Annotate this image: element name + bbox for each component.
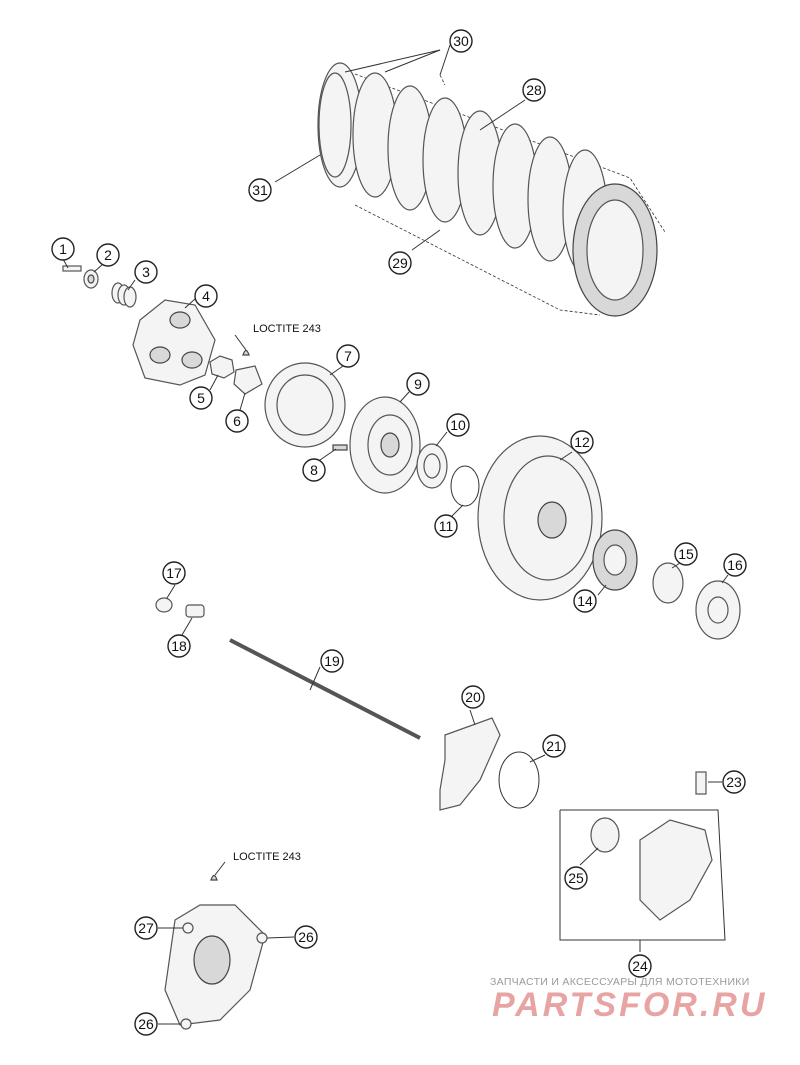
svg-text:30: 30 (453, 33, 469, 49)
svg-text:14: 14 (577, 593, 593, 609)
push-rod-19 (229, 638, 421, 740)
svg-text:20: 20 (465, 689, 481, 705)
o-ring-21 (498, 751, 540, 809)
piston-25 (590, 817, 620, 853)
pressure-cap-4 (132, 299, 216, 386)
svg-text:7: 7 (344, 348, 352, 364)
svg-text:4: 4 (202, 288, 210, 304)
callout-1: 1 (51, 237, 75, 261)
svg-text:26: 26 (138, 1016, 154, 1032)
needle-bearing-15 (652, 562, 684, 604)
seal-ring-17 (155, 597, 173, 613)
clutch-basket-12 (477, 435, 603, 601)
callout-26-right: 26 (294, 925, 318, 949)
callout-9: 9 (406, 372, 430, 396)
svg-text:17: 17 (166, 565, 182, 581)
svg-text:15: 15 (678, 546, 694, 562)
svg-text:3: 3 (142, 264, 150, 280)
callout-16: 16 (723, 553, 747, 577)
leader-lines (62, 44, 729, 1025)
needle-cage-7 (264, 362, 346, 448)
watermark-brand: PARTSFOR.RU (492, 986, 767, 1024)
callout-25: 25 (564, 866, 588, 890)
callout-2: 2 (96, 243, 120, 267)
callout-12: 12 (570, 430, 594, 454)
svg-text:9: 9 (414, 376, 422, 392)
svg-text:23: 23 (726, 774, 742, 790)
callout-24: 24 (628, 954, 652, 978)
push-piece-18 (185, 604, 205, 618)
svg-text:19: 19 (324, 653, 340, 669)
callout-21: 21 (542, 734, 566, 758)
svg-text:28: 28 (526, 82, 542, 98)
loctite-note-bottom: LOCTITE 243 (233, 851, 301, 863)
clutch-plate-stack (317, 62, 666, 317)
callout-8: 8 (302, 458, 326, 482)
callout-31: 31 (248, 178, 272, 202)
svg-text:10: 10 (450, 417, 466, 433)
callout-4: 4 (194, 284, 218, 308)
svg-text:24: 24 (632, 958, 648, 974)
svg-text:2: 2 (104, 247, 112, 263)
clutch-plates (317, 62, 658, 317)
callout-7: 7 (336, 344, 360, 368)
inner-hub-9 (349, 396, 421, 494)
svg-text:31: 31 (252, 182, 268, 198)
svg-text:6: 6 (233, 413, 241, 429)
callout-28: 28 (522, 78, 546, 102)
bleed-screw-23 (695, 771, 707, 795)
cover-plate (164, 904, 268, 1030)
watermark-subtitle: ЗАПЧАСТИ И АКСЕССУАРЫ ДЛЯ МОТОТЕХНИКИ (490, 976, 750, 988)
svg-text:16: 16 (727, 557, 743, 573)
loctite-drop-bottom (210, 874, 218, 881)
primary-gear-14 (592, 529, 638, 591)
svg-text:26: 26 (298, 929, 314, 945)
thrust-washer-10 (416, 443, 448, 489)
callout-20: 20 (461, 685, 485, 709)
svg-text:18: 18 (171, 638, 187, 654)
svg-text:21: 21 (546, 738, 562, 754)
callout-14: 14 (573, 589, 597, 613)
loctite-drop-top (242, 349, 250, 356)
callout-29: 29 (388, 251, 412, 275)
svg-text:1: 1 (59, 241, 67, 257)
loctite-note-top: LOCTITE 243 (253, 323, 321, 335)
svg-text:5: 5 (197, 390, 205, 406)
callout-19: 19 (320, 649, 344, 673)
gasket-20 (439, 717, 501, 811)
spring-3 (111, 282, 137, 308)
callout-3: 3 (134, 260, 158, 284)
callout-11: 11 (434, 514, 458, 538)
svg-text:12: 12 (574, 434, 590, 450)
callout-27: 27 (134, 916, 158, 940)
thrust-washer-16 (695, 580, 741, 640)
callout-30: 30 (449, 29, 473, 53)
pin-8 (332, 444, 348, 451)
svg-text:25: 25 (568, 870, 584, 886)
callout-5: 5 (189, 386, 213, 410)
watermark: ЗАПЧАСТИ И АКСЕССУАРЫ ДЛЯ МОТОТЕХНИКИ PA… (490, 976, 767, 1024)
screw-1 (62, 265, 82, 272)
svg-text:29: 29 (392, 255, 408, 271)
svg-text:11: 11 (439, 518, 454, 534)
svg-text:27: 27 (138, 920, 154, 936)
callout-17: 17 (162, 561, 186, 585)
slave-cylinder (639, 819, 713, 921)
callout-15: 15 (674, 542, 698, 566)
callout-6: 6 (225, 409, 249, 433)
circlip-11 (450, 465, 480, 507)
callout-10: 10 (446, 413, 470, 437)
nut-5 (209, 355, 235, 379)
svg-text:8: 8 (310, 462, 318, 478)
kit-frame-24 (559, 809, 726, 941)
callout-26-bottom: 26 (134, 1012, 158, 1036)
washer-2 (83, 269, 99, 289)
lock-washer-6 (233, 365, 263, 395)
callout-23: 23 (722, 770, 746, 794)
callout-18: 18 (167, 634, 191, 658)
